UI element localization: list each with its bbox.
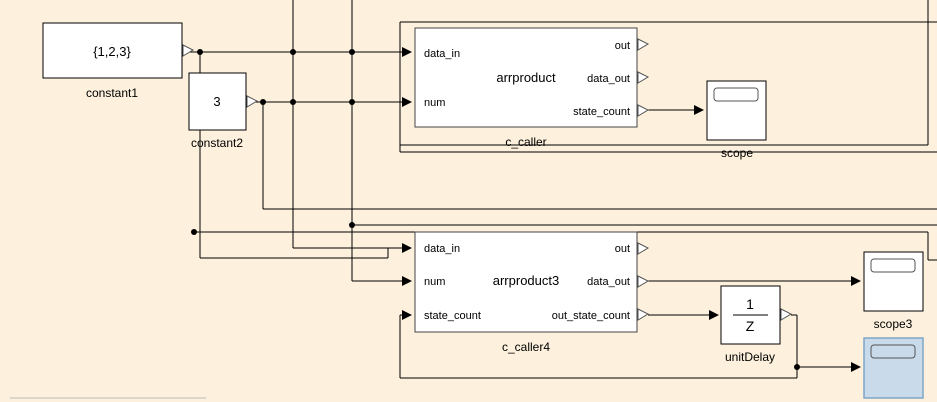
constant2-value: 3 [213,94,220,109]
c-caller-state-count-port [637,104,650,117]
unit-delay-block[interactable]: 1 Z unitDelay [720,285,793,364]
c-caller4-output-out-state-count: out_state_count [552,310,630,322]
constant1-label: constant1 [86,86,138,100]
unit-delay-label: unitDelay [725,350,775,364]
scope-label: scope [721,146,753,160]
c-caller4-output-data-out: data_out [587,276,630,288]
c-caller-input-num: num [424,97,445,109]
arrow-scope-in [694,105,704,115]
junction-dots [191,49,800,370]
arrow-unit-delay-in [709,310,719,320]
c-caller4-function-name: arrproduct3 [493,273,559,288]
c-caller4-block[interactable]: data_in num state_count arrproduct3 out … [414,231,650,354]
unit-delay-numerator: 1 [746,296,754,312]
constant2-block[interactable]: 3 constant2 [188,72,259,150]
arrow-scope3-in [851,276,861,286]
arrow-c-caller-num [402,97,412,107]
arrow-c-caller4-state-count [402,310,412,320]
selected-scope-block[interactable] [863,337,924,399]
c-caller-output-state-count: state_count [573,106,630,118]
scope-screen-icon [713,87,759,102]
arrow-c-caller-data-in [402,47,412,57]
c-caller-function-name: arrproduct [496,70,556,85]
c-caller-block[interactable]: data_in num arrproduct out data_out stat… [414,27,650,149]
scope3-label: scope3 [874,317,913,331]
c-caller4-input-state-count: state_count [424,310,481,322]
c-caller-data-out-port [637,71,650,84]
arrow-selected-scope-in [851,362,861,372]
scope-block[interactable]: scope [706,80,767,160]
c-caller4-data-out-port [637,275,650,288]
selected-scope-screen-icon [870,344,916,359]
c-caller4-label: c_caller4 [502,340,550,354]
c-caller-label: c_caller [505,135,546,149]
scope3-block[interactable]: scope3 [863,251,924,331]
unit-delay-output-port [780,308,793,321]
c-caller-input-data-in: data_in [424,48,460,60]
c-caller4-output-out: out [615,243,630,255]
constant1-value: {1,2,3} [93,44,131,59]
c-caller4-out-state-count-port [637,308,650,321]
c-caller-output-out: out [615,40,630,52]
unit-delay-denominator: Z [746,318,755,334]
constant1-block[interactable]: {1,2,3} constant1 [42,22,195,100]
arrow-c-caller4-num [402,276,412,286]
constant1-output-port [182,44,195,57]
c-caller4-input-num: num [424,276,445,288]
arrow-c-caller4-data-in [402,243,412,253]
scope3-screen-icon [870,258,916,273]
constant2-label: constant2 [191,136,243,150]
c-caller4-out-port [637,242,650,255]
c-caller-out-port [637,38,650,51]
c-caller4-input-data-in: data_in [424,243,460,255]
constant2-output-port [246,95,259,108]
c-caller-output-data-out: data_out [587,73,630,85]
wire-arrowheads [402,47,861,372]
